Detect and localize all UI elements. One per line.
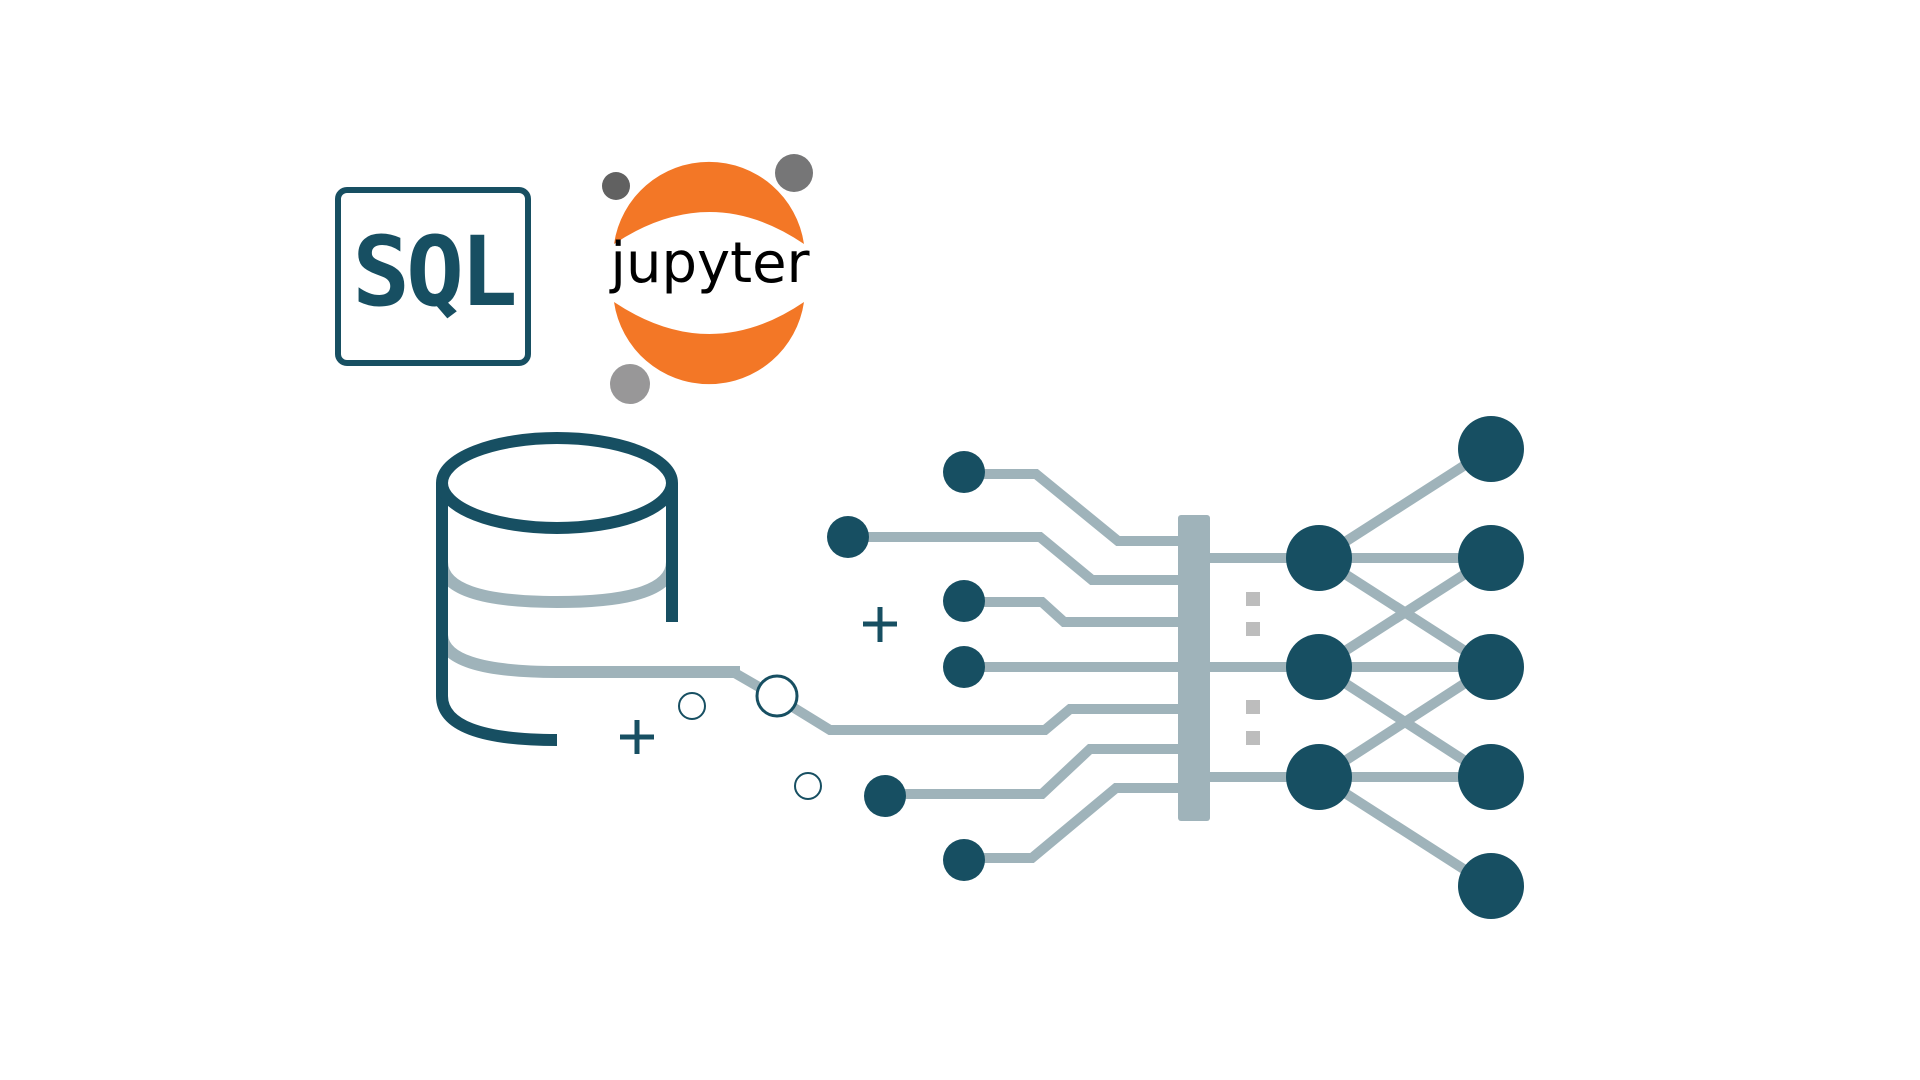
- wire-input-2: [850, 532, 1185, 585]
- wire-input-6: [887, 744, 1185, 799]
- ellipsis-dot: [1246, 592, 1260, 606]
- jupyter-logo: jupyter: [602, 154, 813, 404]
- jupyter-orange-arc-top: [614, 161, 804, 244]
- output-node: [1458, 416, 1524, 482]
- output-node: [1458, 853, 1524, 919]
- jupyter-orange-arc-bottom: [614, 302, 804, 385]
- hidden-node: [1286, 634, 1352, 700]
- wire-h1-o1: [1317, 444, 1493, 563]
- output-node: [1458, 634, 1524, 700]
- hidden-node: [1286, 525, 1352, 591]
- plus-icons: [620, 607, 897, 754]
- ellipsis-dot: [1246, 731, 1260, 745]
- plus-icon: [620, 720, 654, 754]
- input-nodes: [827, 451, 985, 881]
- input-node: [943, 580, 985, 622]
- wire-input-3: [968, 597, 1185, 627]
- output-nodes: [1458, 416, 1524, 919]
- input-node: [864, 775, 906, 817]
- ellipsis-dots: [1246, 592, 1260, 745]
- plus-icon: [863, 607, 897, 642]
- database-outline: [436, 483, 678, 746]
- database-bottom-band: [436, 633, 740, 678]
- sql-logo-frame: [335, 187, 531, 366]
- wire-db-to-network: [714, 667, 1185, 735]
- wire-h3-o5: [1317, 772, 1493, 891]
- hidden-nodes: [1286, 525, 1352, 810]
- wire-h2-o2: [1317, 553, 1493, 672]
- input-node: [943, 451, 985, 493]
- ellipsis-dot: [1246, 700, 1260, 714]
- input-node: [943, 646, 985, 688]
- jupyter-moon-mid: [775, 154, 813, 192]
- wire-input-1: [968, 469, 1185, 546]
- particle-large: [755, 674, 799, 718]
- data-particles: [678, 674, 822, 800]
- database-middle-band: [436, 561, 678, 609]
- input-node: [943, 839, 985, 881]
- output-node: [1458, 525, 1524, 591]
- jupyter-logo-text: jupyter: [608, 231, 810, 296]
- output-node: [1458, 744, 1524, 810]
- database-icon: [436, 432, 740, 746]
- particle-small: [678, 692, 706, 720]
- input-node: [827, 516, 869, 558]
- network-wires: [714, 444, 1493, 891]
- hidden-node: [1286, 744, 1352, 810]
- sql-logo-text: SQL: [352, 216, 514, 328]
- network-bus-bar: [1178, 515, 1210, 821]
- wire-input-7: [968, 783, 1185, 863]
- ellipsis-dot: [1246, 622, 1260, 636]
- particle-small: [794, 772, 822, 800]
- wire-h3-o3: [1317, 662, 1493, 782]
- database-top: [436, 432, 678, 534]
- jupyter-moon-light: [610, 364, 650, 404]
- jupyter-moon-dark: [602, 172, 630, 200]
- sql-logo: SQL: [335, 187, 531, 366]
